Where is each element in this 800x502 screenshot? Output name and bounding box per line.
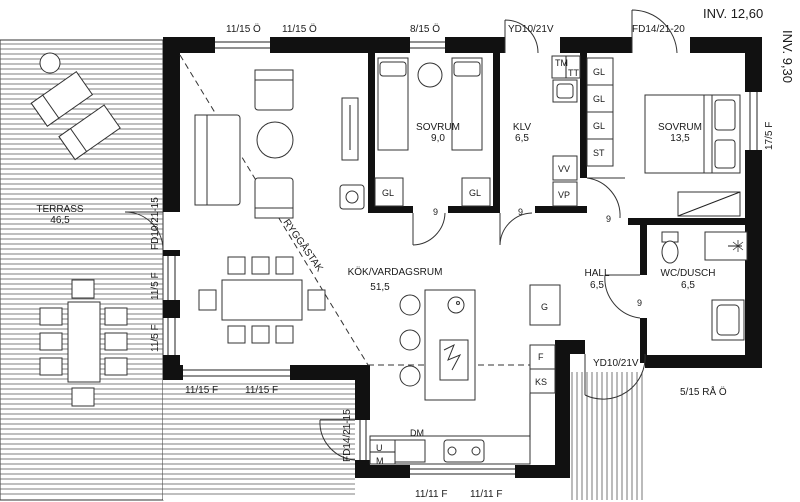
dining-table (198, 256, 326, 344)
double-bed (644, 94, 741, 174)
opening-labels: 11/15 Ö 11/15 Ö 8/15 Ö YD10/21V FD14/21-… (150, 23, 775, 500)
window-label-top-3: 8/15 Ö (410, 23, 440, 35)
room-area-sovrum1: 9,0 (431, 133, 445, 144)
room-name-klv: KLV (513, 122, 531, 133)
storage-gl-2: GL (469, 188, 481, 198)
storage-vp: VP (558, 190, 570, 200)
tv-cabinet (341, 97, 359, 161)
room-labels: TERRASS 46,5 SOVRUM 9,0 KLV 6,5 SOVRUM 1… (36, 122, 715, 293)
sunbed-2 (58, 104, 121, 161)
toilet (661, 231, 679, 264)
room-area-kok: 51,5 (370, 282, 390, 293)
room-area-hall: 6,5 (590, 280, 604, 291)
terrace-side-table (39, 52, 61, 74)
storage-u: U (376, 443, 383, 453)
windows (167, 41, 758, 475)
laundry-fixtures (551, 55, 581, 207)
door-label-left: FD10/21-15 (150, 197, 161, 250)
bed-left (377, 57, 409, 151)
hall-closet (529, 284, 561, 326)
window-label-entry: 5/15 RÅ Ö (680, 385, 727, 398)
room-name-kok: KÖK/VARDAGSRUM (348, 266, 443, 278)
door-label-top-2: FD14/21-20 (632, 24, 685, 35)
room-name-hall: HALL (584, 268, 609, 279)
window-label-bottom-3: 11/11 F (415, 489, 447, 500)
door-width-3: 9 (606, 214, 611, 224)
room-area-sovrum2: 13,5 (670, 133, 690, 144)
door-width-labels: 9 9 9 9 (433, 207, 642, 308)
sunbed-1 (30, 70, 94, 127)
armchair-top (254, 69, 294, 111)
doors (124, 9, 678, 461)
bed-right (451, 57, 483, 151)
window-label-top-2: 11/15 Ö (282, 23, 317, 35)
storage-st: ST (593, 148, 605, 158)
storage-tt: TT (568, 68, 579, 78)
wardrobe-1 (374, 177, 404, 207)
window-label-left-1: 11/5 F (150, 272, 161, 300)
inventory-labels: INV. 12,60 INV. 9,30 (703, 6, 795, 83)
armchair-bottom (254, 177, 294, 219)
storage-m: M (376, 456, 384, 466)
storage-dm: DM (410, 428, 424, 438)
storage-gl-4: GL (593, 94, 605, 104)
storage-vv: VV (558, 164, 570, 174)
door-width-4: 9 (637, 298, 642, 308)
room-name-wc: WC/DUSCH (661, 268, 716, 279)
storage-f: F (538, 352, 544, 362)
kitchen-counter (369, 344, 556, 465)
window-label-left-2: 11/5 F (150, 324, 161, 352)
storage-gl-3: GL (593, 67, 605, 77)
storage-ks: KS (535, 377, 547, 387)
shower (704, 231, 748, 261)
nightstand (417, 62, 443, 88)
inventory-label-b: INV. 9,30 (780, 30, 795, 83)
sofa (194, 114, 241, 206)
window-label-bottom-4: 11/11 F (470, 489, 502, 500)
room-area-terrass: 46,5 (50, 215, 70, 226)
window-label-bottom-1: 11/15 F (185, 385, 218, 396)
door-label-terrace: FD14/21-15 (342, 409, 353, 462)
door-label-top-1: YD10/21V (508, 24, 554, 35)
storage-gl-5: GL (593, 121, 605, 131)
storage-tm: TM (555, 58, 568, 68)
coffee-table (256, 121, 294, 159)
terrace-deck (0, 39, 164, 501)
door-label-entry: YD10/21V (593, 358, 639, 369)
walls (163, 37, 762, 478)
door-width-1: 9 (433, 207, 438, 217)
room-name-sovrum2: SOVRUM (658, 122, 702, 133)
washbasin (711, 299, 745, 341)
terrace-deck-bottom (163, 370, 363, 500)
window-label-bottom-2: 11/15 F (245, 385, 278, 396)
window-label-right: 17/5 F (764, 122, 775, 150)
terrace-dining (39, 279, 128, 407)
storage-gl-1: GL (382, 188, 394, 198)
bedroom2-closets (586, 57, 614, 167)
window-label-top-1: 11/15 Ö (226, 23, 261, 35)
room-area-wc: 6,5 (681, 280, 695, 291)
door-width-2: 9 (518, 207, 523, 217)
inventory-label-a: INV. 12,60 (703, 6, 763, 21)
room-name-sovrum1: SOVRUM (416, 122, 460, 133)
stove-fireplace (339, 184, 365, 210)
room-name-terrass: TERRASS (36, 204, 84, 215)
kitchen-island (399, 289, 476, 401)
storage-g: G (541, 302, 548, 312)
entry-deck (571, 372, 643, 500)
desk (677, 191, 741, 217)
wardrobe-2 (461, 177, 491, 207)
storage-labels: GL GL GL GL GL ST TM TT VV VP G F KS DM … (376, 58, 605, 466)
room-area-klv: 6,5 (515, 133, 529, 144)
